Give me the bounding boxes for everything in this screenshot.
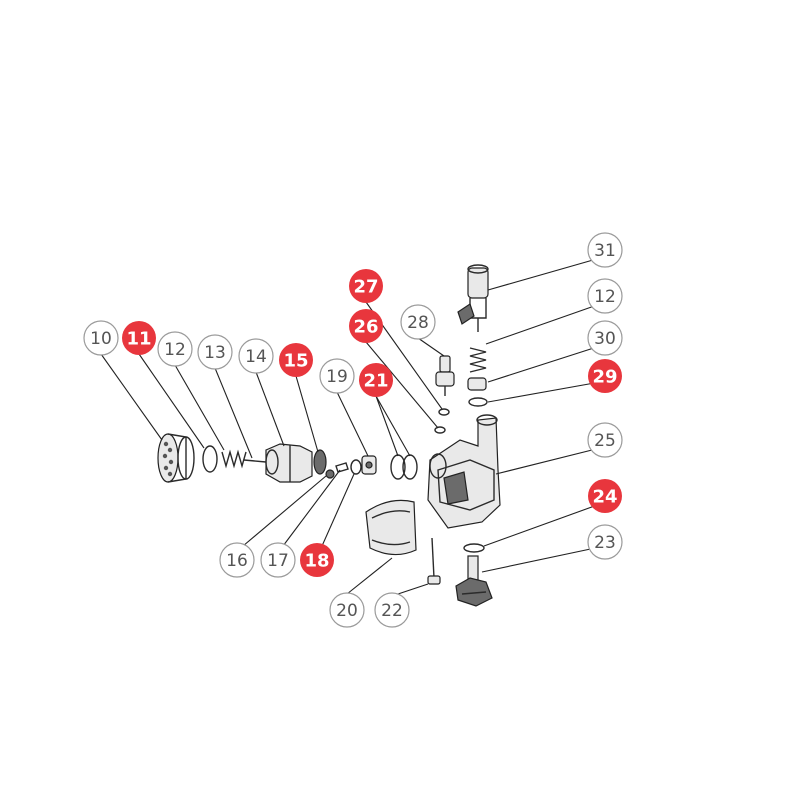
callout-circle [374, 592, 410, 628]
callout-25: 25 [587, 422, 623, 458]
adjustment-knob-31-part [457, 264, 489, 332]
callout-label: 19 [326, 367, 348, 387]
callout-circle [400, 304, 436, 340]
leader-lines [100, 257, 601, 595]
callout-11-highlighted: 11 [122, 321, 156, 355]
o-ring-11-part [202, 445, 218, 473]
callout-label: 26 [353, 317, 378, 338]
callout-label: 10 [90, 329, 112, 349]
callout-circle [260, 542, 296, 578]
callout-circle [587, 524, 623, 560]
callout-label: 22 [381, 601, 403, 621]
callout-label: 24 [592, 487, 617, 508]
o-ring-29-part [468, 397, 488, 407]
cable-tie-22-part [427, 537, 441, 585]
callout-label: 14 [245, 347, 267, 367]
callout-circle [349, 309, 383, 343]
callout-19: 19 [319, 358, 355, 394]
callout-label: 20 [336, 601, 358, 621]
callout-label: 28 [407, 313, 429, 333]
callout-circle [83, 320, 119, 356]
callout-label: 12 [164, 340, 186, 360]
stem-28-part [435, 355, 455, 396]
callout-13: 13 [197, 334, 233, 370]
callout-circle [329, 592, 365, 628]
callout-label: 13 [204, 343, 226, 363]
callouts: 10 11 12 13 14 15 19 21 27 26 28 31 12 30 29 25 24 23 16 17… [83, 232, 623, 628]
spring-12b-part [469, 347, 487, 373]
callout-12: 12 [157, 331, 193, 367]
callout-24-highlighted: 24 [588, 479, 622, 513]
callout-circle [587, 422, 623, 458]
seat-ring-15-part [313, 449, 327, 475]
callout-12: 12 [587, 278, 623, 314]
callout-circle [349, 269, 383, 303]
callout-label: 25 [594, 431, 616, 451]
callout-26-highlighted: 26 [349, 309, 383, 343]
callout-22: 22 [374, 592, 410, 628]
callout-17: 17 [260, 542, 296, 578]
callout-label: 29 [592, 367, 617, 388]
callout-label: 21 [363, 371, 388, 392]
callout-label: 31 [594, 241, 616, 261]
main-body-25-part [427, 414, 501, 529]
callout-label: 27 [353, 277, 378, 298]
callout-20: 20 [329, 592, 365, 628]
callout-18-highlighted: 18 [300, 543, 334, 577]
callout-label: 30 [594, 329, 616, 349]
callout-circle [359, 363, 393, 397]
washer-16-part [325, 469, 335, 479]
screw-17-part [335, 462, 349, 473]
callout-label: 23 [594, 533, 616, 553]
callout-29-highlighted: 29 [588, 359, 622, 393]
callout-15-highlighted: 15 [279, 343, 313, 377]
callout-label: 17 [267, 551, 289, 571]
o-ring-24-part [463, 543, 485, 553]
spring-12-part [221, 449, 247, 469]
callout-circle [197, 334, 233, 370]
callout-label: 15 [283, 351, 308, 372]
callout-circle [588, 479, 622, 513]
callout-circle [300, 543, 334, 577]
callout-31: 31 [587, 232, 623, 268]
callout-circle [157, 331, 193, 367]
callout-circle [319, 358, 355, 394]
mouthpiece-20-part [365, 499, 417, 556]
callout-23: 23 [587, 524, 623, 560]
o-ring-18-part [350, 459, 362, 475]
callout-label: 18 [304, 551, 329, 572]
callout-10: 10 [83, 320, 119, 356]
callout-label: 16 [226, 551, 248, 571]
callout-circle [587, 278, 623, 314]
callout-label: 11 [126, 329, 151, 350]
callout-circle [588, 359, 622, 393]
callout-circle [122, 321, 156, 355]
o-ring-27-part [438, 408, 450, 416]
callout-circle [238, 338, 274, 374]
callout-21-highlighted: 21 [359, 363, 393, 397]
front-grille-part [157, 433, 195, 483]
exhaust-valve-23-part [455, 555, 493, 607]
callout-circle [587, 232, 623, 268]
callout-circle [587, 320, 623, 356]
valve-body-19-part [361, 455, 377, 475]
callout-27-highlighted: 27 [349, 269, 383, 303]
callout-28: 28 [400, 304, 436, 340]
callout-circle [219, 542, 255, 578]
pin-13-part [243, 459, 267, 463]
callout-label: 12 [594, 287, 616, 307]
callout-16: 16 [219, 542, 255, 578]
callout-circle [279, 343, 313, 377]
o-ring-26-part [434, 426, 446, 434]
callout-14: 14 [238, 338, 274, 374]
parts-layer [157, 264, 501, 607]
poppet-30-part [467, 377, 487, 391]
housing-nut-part [265, 443, 313, 483]
callout-30: 30 [587, 320, 623, 356]
